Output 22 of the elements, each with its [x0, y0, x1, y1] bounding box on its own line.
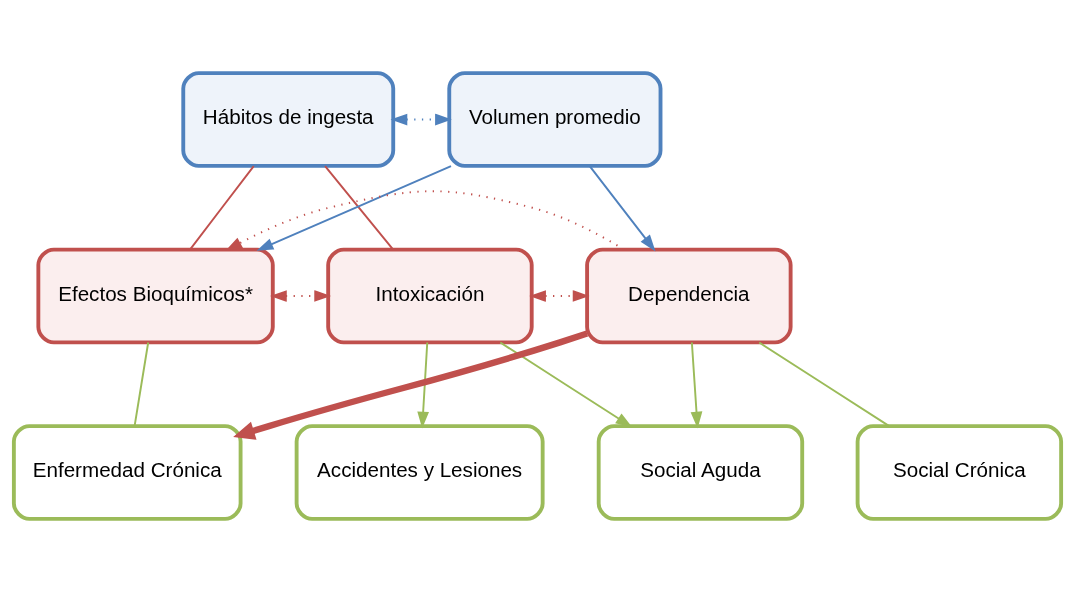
node-box: Hábitos de ingesta	[181, 70, 396, 168]
connector	[758, 341, 890, 427]
arrow	[417, 341, 429, 428]
arrow	[690, 341, 703, 428]
arrow	[499, 341, 633, 427]
node-box: Volumen promedio	[447, 70, 663, 168]
arrow	[233, 329, 589, 440]
node-box: Efectos Bioquímicos*	[36, 247, 275, 344]
arrow	[588, 164, 656, 251]
node-box: Dependencia	[585, 247, 793, 344]
node-box: Social Crónica	[855, 423, 1064, 521]
arrow	[529, 289, 590, 302]
node-box: Social Aguda	[596, 423, 805, 521]
arrow	[270, 289, 332, 302]
arrow	[390, 113, 452, 125]
connector	[189, 164, 255, 250]
node-box: Enfermedad Crónica	[11, 423, 243, 521]
node-box: Intoxicación	[326, 247, 534, 344]
connector	[133, 341, 150, 427]
arrow	[256, 164, 452, 251]
node-box: Accidentes y Lesiones	[294, 423, 545, 521]
connector	[324, 164, 394, 250]
